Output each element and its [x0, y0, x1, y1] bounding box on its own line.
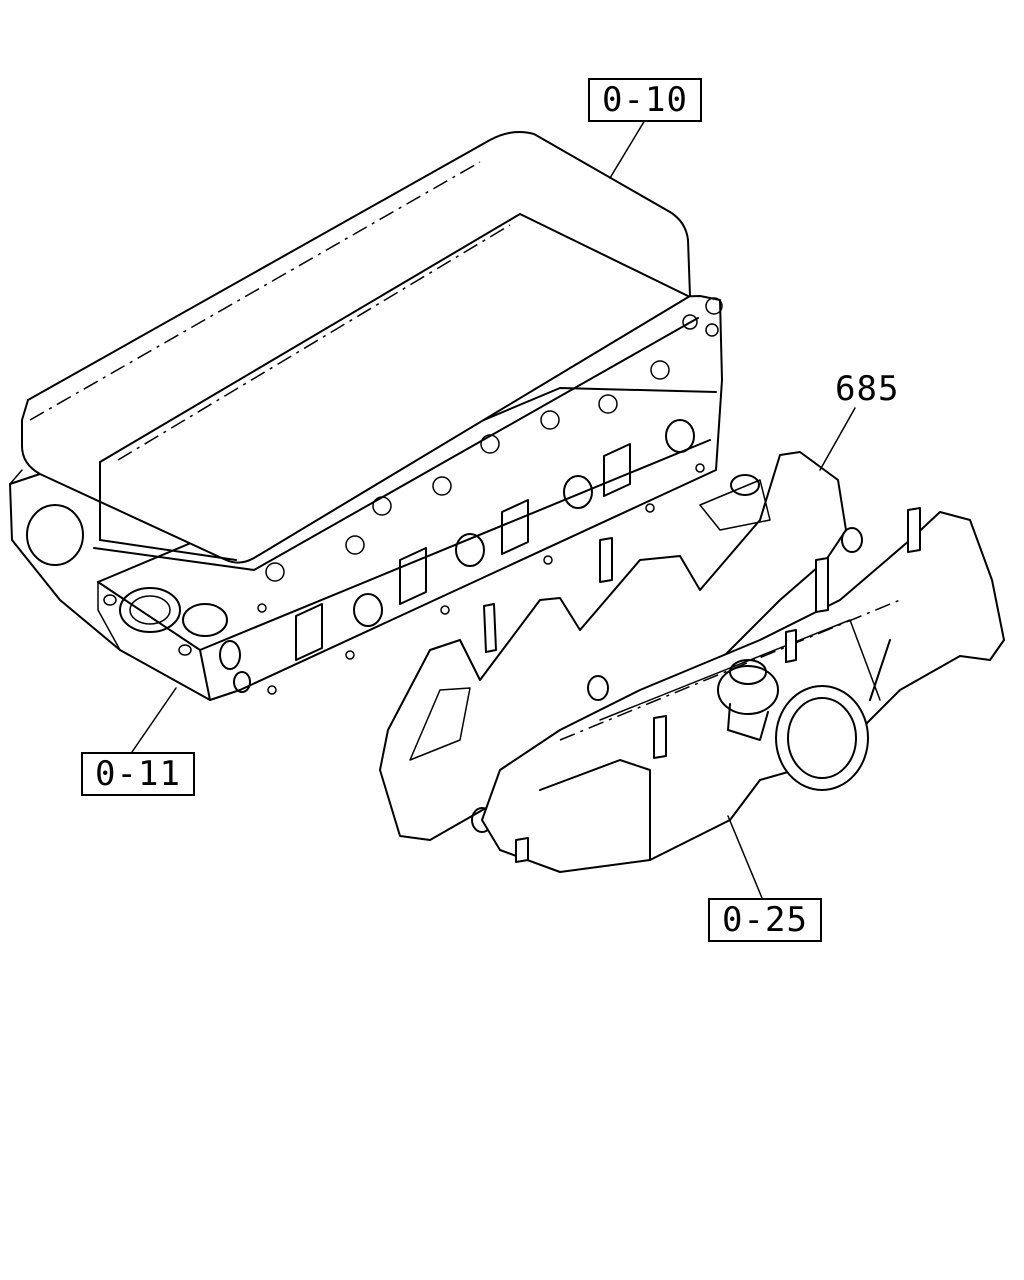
valve-cover — [9, 131, 699, 571]
intake-manifold — [481, 507, 1005, 873]
callout-intake-manifold: 0-25 — [708, 898, 822, 942]
leader-cylinder-head — [131, 687, 177, 753]
leader-valve-cover — [609, 119, 646, 179]
leader-intake-manifold — [727, 815, 763, 899]
callout-valve-cover: 0-10 — [588, 78, 702, 122]
leader-lines — [131, 119, 856, 899]
leader-gasket — [819, 407, 856, 471]
callout-cylinder-head: 0-11 — [81, 752, 195, 796]
callout-gasket: 685 — [835, 369, 900, 409]
